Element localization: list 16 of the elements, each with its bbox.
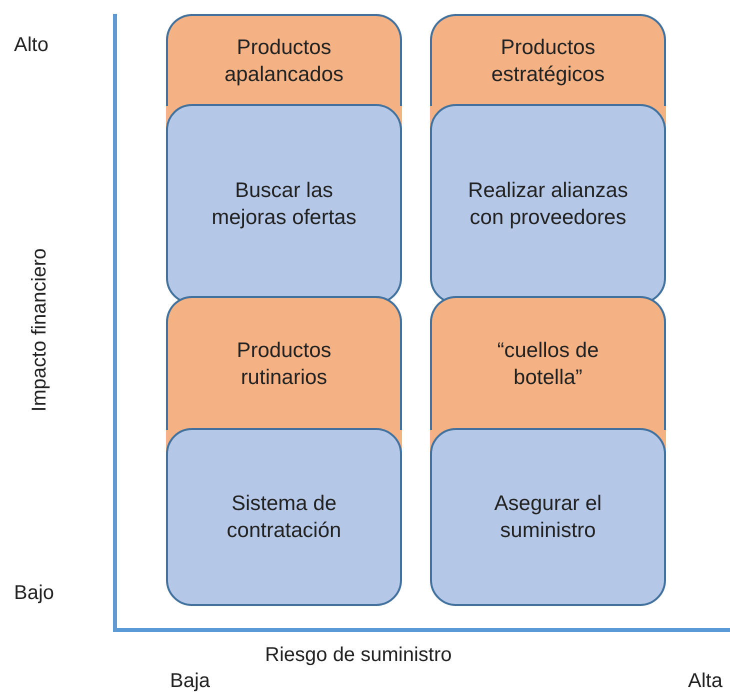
box-text: Asegurar el suministro	[493, 490, 603, 544]
axis-title: Impacto financiero	[28, 248, 52, 412]
strategy-box	[430, 428, 666, 606]
axis-title: Riesgo de suministro	[265, 644, 452, 667]
box-text: Productos estratégicos	[490, 34, 606, 88]
box-text: Productos rutinarios	[236, 338, 332, 391]
axis-value-label: Alto	[14, 34, 48, 57]
box-text: Productos apalancados	[223, 34, 345, 88]
axis-value-label: Bajo	[14, 582, 54, 605]
box-text: Realizar alianzas con proveedores	[467, 178, 629, 231]
axis-value-label: Alta	[688, 670, 722, 693]
box-text: Sistema de contratación	[226, 490, 342, 544]
axis-value-label: Baja	[170, 670, 210, 693]
box-text: Buscar las mejoras ofertas	[210, 178, 358, 231]
strategy-box	[166, 428, 402, 606]
box-text: “cuellos de botella”	[496, 338, 600, 391]
